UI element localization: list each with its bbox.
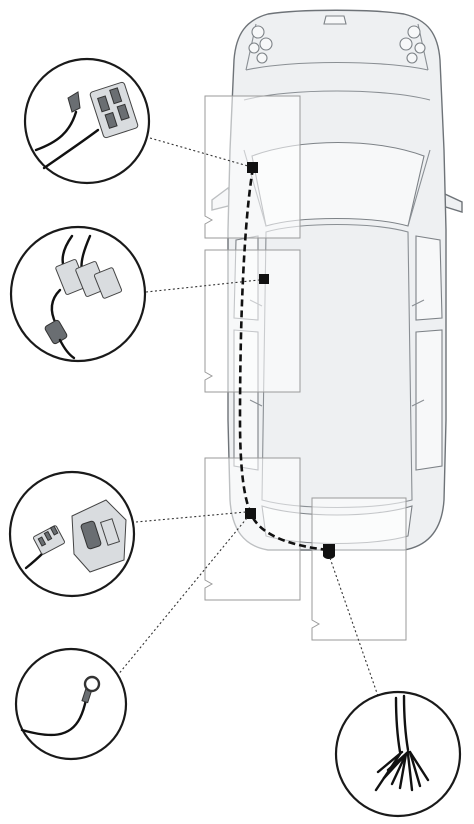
- left-headlight: [248, 25, 273, 64]
- ring-terminal-icon: [20, 675, 101, 737]
- wire-bundle-icon: [374, 694, 430, 792]
- right-side-window-front: [415, 235, 443, 321]
- leader-lines: [116, 137, 379, 697]
- socket-plug-icon: [24, 499, 127, 573]
- right-headlight: [399, 25, 426, 64]
- front-badge: [323, 15, 347, 25]
- detail-ground-eyelet: [14, 647, 128, 761]
- relay-module-icon: [44, 234, 123, 360]
- detail-loose-wires: [334, 690, 462, 818]
- node-rear-outlet: [323, 544, 335, 559]
- detail-rear-socket: [8, 470, 136, 598]
- detail-front-connector: [23, 57, 151, 185]
- multi-pin-connector-icon: [34, 81, 139, 170]
- detail-relay-module: [9, 225, 147, 363]
- node-front-connector: [247, 162, 258, 173]
- panel-mid-left: [204, 249, 301, 393]
- panel-rear-left: [204, 457, 301, 601]
- node-relay-module: [259, 274, 269, 284]
- wiring-harness-route: [238, 167, 329, 552]
- node-rear-socket: [245, 508, 256, 519]
- right-side-window-rear: [415, 329, 443, 471]
- panel-rear-right: [311, 497, 407, 641]
